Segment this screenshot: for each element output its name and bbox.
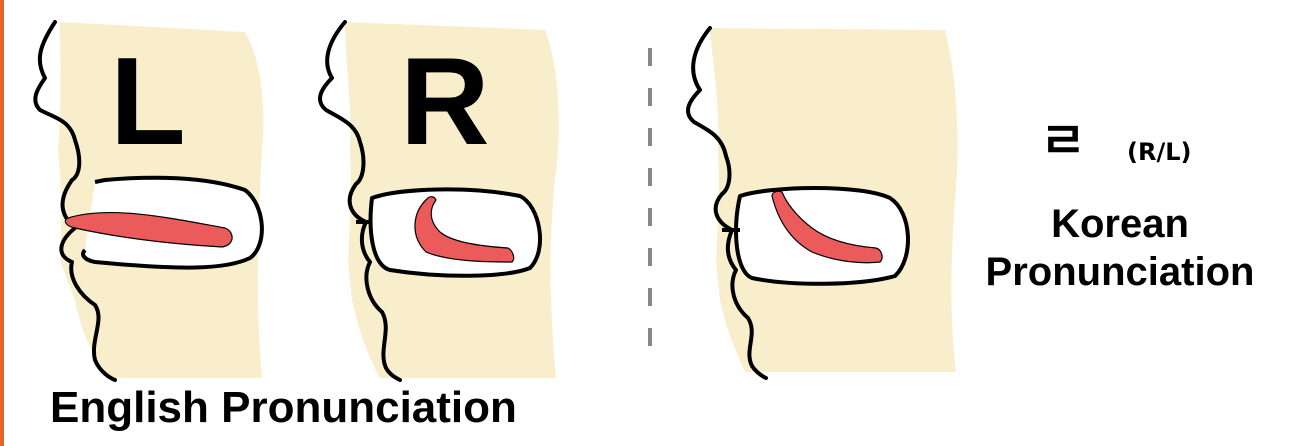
face-r-mouth-outline: [371, 189, 540, 275]
korean-pronunciation-caption: Korean Pronunciation: [950, 200, 1290, 296]
letter-l-label: L: [110, 40, 186, 164]
korean-caption-line1: Korean: [950, 200, 1290, 248]
korean-caption-line2: Pronunciation: [950, 248, 1290, 296]
face-korean-profile: [688, 28, 958, 378]
english-pronunciation-caption: English Pronunciation: [50, 386, 517, 430]
korean-romanization: (R/L): [1127, 140, 1191, 164]
korean-character: ㄹ: [1040, 116, 1086, 166]
letter-r-label: R: [400, 40, 490, 164]
